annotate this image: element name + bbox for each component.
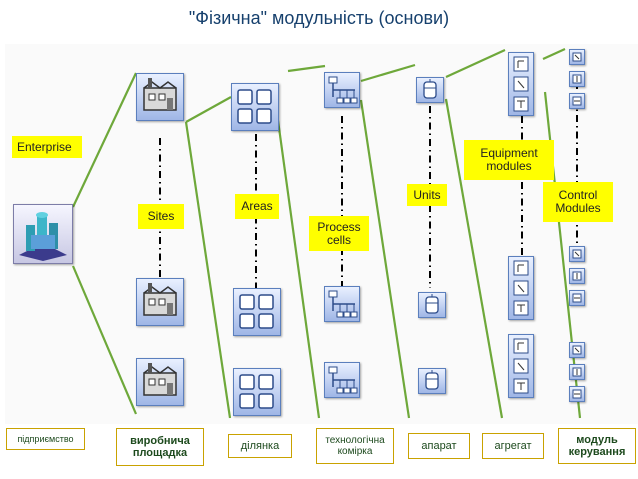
label-enterprise-uk: підприємство xyxy=(6,428,85,450)
areas-label: Areas xyxy=(235,194,279,219)
connector-cells-units-bottom xyxy=(359,99,411,419)
process-cell-network-icon xyxy=(324,362,360,398)
factory-icon xyxy=(136,73,184,121)
connector-enterprise-sites-top xyxy=(72,72,137,208)
process-cells-label: Process cells xyxy=(309,216,369,251)
label-units-uk: апарат xyxy=(408,433,470,459)
control-module-device-icon xyxy=(569,93,585,109)
factory-icon-graphic xyxy=(143,78,177,111)
control-module-device-icon xyxy=(569,49,585,65)
connector-units-equip-top xyxy=(445,48,506,79)
unit-vessel-icon xyxy=(416,77,444,103)
connector-sites-areas-bottom xyxy=(184,121,232,419)
unit-vessel-icon xyxy=(418,368,446,394)
area-grid-icon xyxy=(233,368,281,416)
control-module-device-icon xyxy=(569,290,585,306)
label-areas-uk: ділянка xyxy=(228,434,292,458)
control-module-device-icon xyxy=(569,71,585,87)
control-module-device-icon xyxy=(569,246,585,262)
control-modules-label: Control Modules xyxy=(543,182,613,222)
equipment-module-stack-icon xyxy=(508,334,534,398)
units-label: Units xyxy=(407,184,447,206)
equipment-modules-label: Equipment modules xyxy=(464,140,554,180)
area-grid-icon xyxy=(233,288,281,336)
hierarchy-diagram: Enterprise Sites xyxy=(5,44,638,424)
process-cell-network-icon xyxy=(324,286,360,322)
connector-enterprise-sites-bottom xyxy=(71,265,138,415)
area-grid-icon xyxy=(231,83,279,131)
label-control-modules-uk: модуль керування xyxy=(558,428,636,464)
connector-sites-areas-top xyxy=(185,96,232,123)
equipment-module-stack-icon xyxy=(508,52,534,116)
connector-cells-units-top xyxy=(360,63,416,83)
connector-areas-cells-top xyxy=(287,64,326,73)
label-sites-uk: виробнича площадка xyxy=(116,428,204,466)
equipment-module-stack-icon xyxy=(508,256,534,320)
factory-icon xyxy=(136,358,184,406)
control-module-device-icon xyxy=(569,386,585,402)
connector-equip-control-top xyxy=(542,47,566,61)
control-module-device-icon xyxy=(569,268,585,284)
connector-units-equip-bottom xyxy=(444,98,504,419)
sites-label: Sites xyxy=(138,204,184,229)
label-process-cells-uk: технологічна комірка xyxy=(316,428,394,464)
connector-areas-cells-bottom xyxy=(274,105,321,419)
factory-icon xyxy=(136,278,184,326)
process-cell-network-icon xyxy=(324,72,360,108)
control-module-device-icon xyxy=(569,342,585,358)
control-module-device-icon xyxy=(569,364,585,380)
enterprise-building-icon xyxy=(13,204,73,264)
page-title: "Фізична" модульність (основи) xyxy=(188,8,450,28)
enterprise-label: Enterprise xyxy=(12,136,82,158)
unit-vessel-icon xyxy=(418,292,446,318)
label-equipment-modules-uk: агрегат xyxy=(482,433,544,459)
